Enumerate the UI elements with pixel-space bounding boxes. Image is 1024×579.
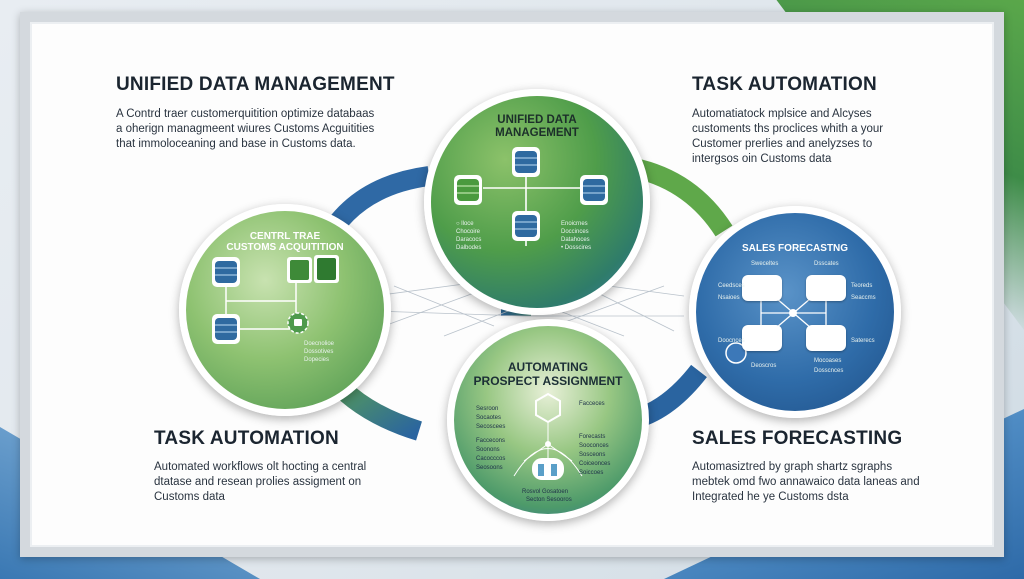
circle-label: Sesroon (476, 406, 499, 412)
database-icon (212, 314, 240, 344)
description-unified-data-management: A Contrd traer customerquitition optimiz… (116, 108, 375, 150)
circle-label: Sweceltes (751, 261, 779, 267)
circle-label: Rosvol Gosatoen (522, 489, 569, 495)
circle-label: Mocoases (814, 358, 842, 364)
forecast-node (742, 275, 782, 301)
forecast-node (806, 325, 846, 351)
circle-label: Socaotes (476, 415, 502, 421)
forecast-node (742, 325, 782, 351)
circle-label: Sooconces (579, 443, 609, 449)
acquisition-network-graphic (225, 279, 309, 334)
heading-sales-forecasting: SALES FORECASTING (692, 428, 903, 449)
circle-label: Soonons (476, 447, 500, 453)
database-icon (512, 211, 540, 241)
circle-label: Seosoons (476, 465, 503, 471)
circle-title-line: MANAGEMENT (495, 127, 579, 139)
forecast-network-graphic (725, 291, 827, 364)
database-icon (212, 257, 240, 287)
infographic-canvas: UNIFIED DATA MANAGEMENT A Contrd traer c… (24, 16, 1000, 553)
circle-label: Teoreds (851, 283, 873, 289)
heading-unified-data-management: UNIFIED DATA MANAGEMENT (116, 74, 395, 95)
circle-label: Sosceons (579, 452, 606, 458)
circle-sales-forecasting: SALES FORECASTNG Sweceltes Dsscates Ceed… (689, 206, 901, 418)
circle-label: Datahoces (561, 237, 590, 243)
circle-label: Dossotives (304, 349, 334, 355)
circle-label: ○ lloce (456, 221, 474, 227)
circle-label: Dopecies (304, 357, 330, 363)
database-icon (580, 175, 608, 205)
assignment-network-graphic (513, 392, 583, 480)
circle-label: Enoicrnes (561, 221, 588, 227)
circle-label: Daracocs (456, 237, 482, 243)
circle-label: • Dosscires (561, 245, 592, 251)
circle-label: Deoscros (751, 363, 777, 369)
circle-label: Facceces (579, 401, 605, 407)
circle-title-line: CUSTOMS ACQUITITION (226, 242, 344, 253)
database-icon (454, 175, 482, 205)
database-icon (512, 147, 540, 177)
circle-title-sales-forecasting: SALES FORECASTNG (741, 243, 849, 254)
circle-title-line: CENTRL TRAE (249, 231, 321, 242)
circle-label: Nsaioes (718, 295, 740, 301)
description-sales-forecasting: Automasiztred by graph shartz sgraphs me… (692, 461, 920, 503)
circle-title-line: UNIFIED DATA (497, 114, 577, 126)
description-task-automation-top: Automatiatock mplsice and Alcyses custom… (692, 108, 884, 165)
circle-label: Saterecs (851, 338, 875, 344)
circle-label: Dsscates (814, 261, 839, 267)
circle-label: Dosscnces (814, 368, 844, 374)
circle-title-customs-acquisition: CENTRL TRAE CUSTOMS ACQUITITION (186, 231, 384, 253)
circle-title-line: PROSPECT ASSIGNMENT (473, 374, 623, 388)
circle-title-unified-data-management: UNIFIED DATA MANAGEMENT (431, 114, 643, 140)
circle-label: Secton Sesooros (526, 497, 572, 503)
circle-unified-data-management: UNIFIED DATA MANAGEMENT (424, 89, 650, 315)
description-task-automation-bottom: Automated workflows olt hocting a centra… (154, 461, 367, 503)
circle-label: Doecnolioe (304, 341, 335, 347)
circle-customs-acquisition: CENTRL TRAE CUSTOMS ACQUITITION (179, 204, 391, 416)
circle-label: Forecasts (579, 434, 606, 440)
forecast-node (806, 275, 846, 301)
circle-prospect-assignment: AUTOMATING PROSPECT ASSIGNMENT Sesroon S… (447, 319, 649, 521)
circle-label: Faccecons (476, 438, 506, 444)
circle-title-line: AUTOMATING (507, 360, 589, 374)
circle-label: Doccinces (561, 229, 589, 235)
circle-label: Dalbodes (456, 245, 482, 251)
circle-label: Ceedsces (718, 283, 745, 289)
heading-task-automation-top: TASK AUTOMATION (692, 74, 877, 95)
circle-label: Soiccoes (579, 470, 604, 476)
circle-label: Seaccms (851, 295, 876, 301)
server-boxes-icon (287, 255, 339, 283)
circle-label: Chocoire (456, 229, 481, 235)
circle-title-prospect-assignment: AUTOMATING PROSPECT ASSIGNMENT (454, 360, 642, 388)
circle-label: Coiceonces (579, 461, 611, 467)
heading-task-automation-bottom: TASK AUTOMATION (154, 428, 339, 449)
circle-label: Doocnces (718, 338, 745, 344)
circle-label: Cacocccos (476, 456, 506, 462)
circle-label: Secoscees (476, 424, 506, 430)
